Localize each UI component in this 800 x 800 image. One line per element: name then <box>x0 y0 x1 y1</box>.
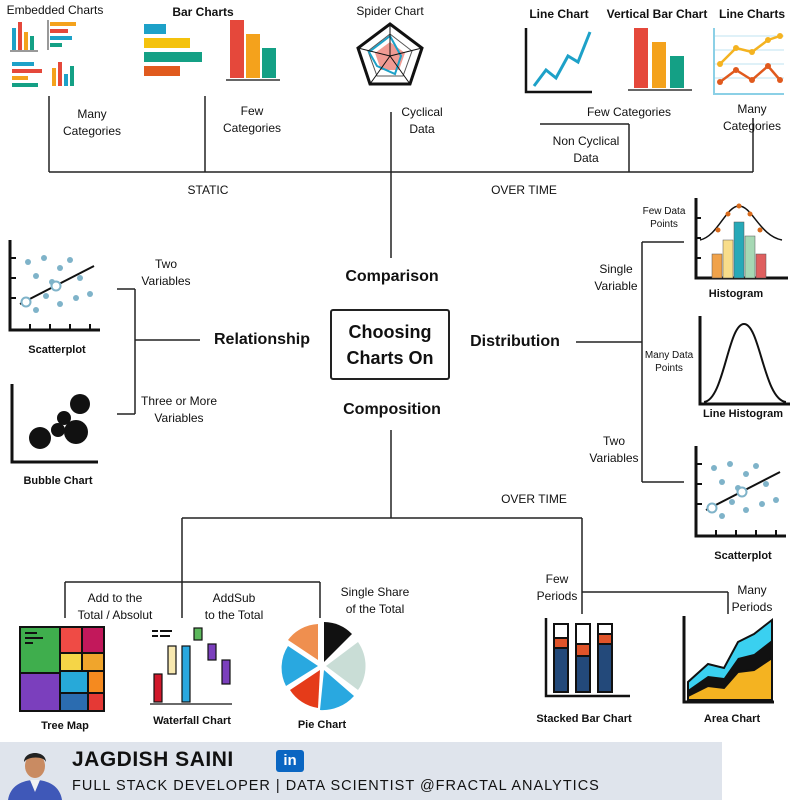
line-charts-icon <box>713 28 784 95</box>
linkedin-icon[interactable]: in <box>276 750 304 772</box>
stacked-bar-chart-icon <box>544 618 630 698</box>
scatterplot-distribution-caption: Scatterplot <box>714 550 772 562</box>
scatterplot-caption: Scatterplot <box>28 344 86 356</box>
relationship-title: Relationship <box>213 331 310 348</box>
center-title-box: Choosing Charts On <box>330 309 450 380</box>
embedded-charts-icon <box>10 20 76 87</box>
author-role: FULL STACK DEVELOPER | DATA SCIENTIST @F… <box>72 778 600 794</box>
vertical-bar-chart-icon <box>628 28 692 91</box>
line-chart-icon <box>524 28 592 94</box>
bar-charts-icon <box>144 20 280 81</box>
waterfall-chart-caption: Waterfall Chart <box>153 715 231 727</box>
author-name: JAGDISH SAINI <box>72 748 234 771</box>
line-charts-title: Line Charts <box>718 7 785 21</box>
embedded-charts-title: Embedded Charts <box>6 3 104 17</box>
author-avatar <box>4 744 66 800</box>
spider-chart-icon <box>356 22 424 86</box>
center-title-line1: Choosing <box>348 321 432 342</box>
center-title-line2: Charts On <box>346 347 434 368</box>
line-chart-title: Line Chart <box>529 7 589 21</box>
spider-chart-title: Spider Chart <box>356 4 424 18</box>
tree-map-caption: Tree Map <box>41 720 89 732</box>
scatterplot-distribution-icon <box>694 446 786 538</box>
stacked-bar-chart-caption: Stacked Bar Chart <box>536 713 632 725</box>
tree-map-icon <box>19 626 105 712</box>
over-time-label: OVER TIME <box>491 183 557 197</box>
pie-chart-icon <box>281 622 366 711</box>
area-chart-caption: Area Chart <box>703 713 761 725</box>
bubble-chart-icon <box>10 384 98 464</box>
waterfall-chart-icon <box>150 627 232 705</box>
area-chart-icon <box>682 616 774 704</box>
author-banner <box>0 742 722 800</box>
vertical-bar-chart-title: Vertical Bar Chart <box>606 7 708 21</box>
histogram-caption: Histogram <box>708 288 764 300</box>
composition-over-time-label: OVER TIME <box>501 492 567 506</box>
composition-title: Composition <box>343 401 441 418</box>
scatterplot-icon <box>8 240 100 332</box>
line-histogram-caption: Line Histogram <box>702 408 784 420</box>
static-label: STATIC <box>187 183 229 197</box>
comparison-title: Comparison <box>345 268 439 285</box>
pie-chart-caption: Pie Chart <box>297 719 347 731</box>
histogram-icon <box>694 198 788 280</box>
distribution-title: Distribution <box>470 333 560 350</box>
few-categories-time-label: Few Categories <box>586 105 672 119</box>
bubble-chart-caption: Bubble Chart <box>23 475 93 487</box>
bar-charts-title: Bar Charts <box>172 5 234 19</box>
line-histogram-icon <box>698 316 790 406</box>
